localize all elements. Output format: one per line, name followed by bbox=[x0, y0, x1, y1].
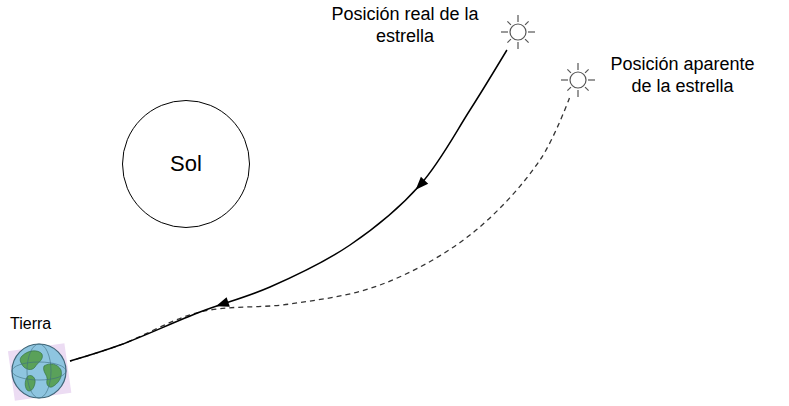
apparent-ray-path bbox=[70, 98, 569, 361]
arrowhead bbox=[214, 297, 230, 311]
star-ray bbox=[507, 21, 511, 25]
earth-globe: Tierra bbox=[8, 340, 70, 402]
star-ray bbox=[525, 39, 529, 43]
light-ray bbox=[70, 98, 569, 361]
star-ray bbox=[585, 69, 589, 73]
star-ray bbox=[588, 79, 595, 80]
globe-icon bbox=[8, 340, 70, 402]
star-ray bbox=[501, 31, 508, 32]
globe-meridian bbox=[27, 344, 51, 398]
star-ray bbox=[507, 39, 511, 43]
star-icon bbox=[500, 14, 536, 50]
star-node: Posición aparente de la estrella bbox=[560, 62, 596, 98]
star-ray bbox=[567, 87, 571, 91]
star-body bbox=[510, 24, 526, 40]
star-ray bbox=[525, 21, 529, 25]
star-node: Posición real de la estrella bbox=[500, 14, 536, 50]
star-ray bbox=[585, 87, 589, 91]
star-body bbox=[570, 72, 586, 88]
star-icon bbox=[560, 62, 596, 98]
star-ray bbox=[517, 15, 518, 22]
node-label: Tierra bbox=[10, 314, 51, 333]
globe-ocean bbox=[12, 344, 66, 398]
node-label: Posición aparente de la estrella bbox=[600, 54, 765, 97]
real-ray-path bbox=[70, 50, 507, 361]
globe-backdrop bbox=[8, 343, 71, 400]
light-ray bbox=[70, 50, 507, 361]
star-ray bbox=[567, 69, 571, 73]
globe-land bbox=[20, 351, 42, 370]
sun-circle: Sol bbox=[122, 100, 250, 228]
node-label: Posición real de la estrella bbox=[314, 4, 496, 47]
arrowhead bbox=[412, 177, 428, 193]
globe-parallel bbox=[12, 362, 66, 380]
star-ray bbox=[561, 79, 568, 80]
node-text: Sol bbox=[170, 151, 202, 177]
star-ray bbox=[528, 31, 535, 32]
star-ray bbox=[577, 90, 578, 97]
star-ray bbox=[517, 42, 518, 49]
star-ray bbox=[577, 63, 578, 70]
globe-land bbox=[44, 364, 62, 387]
